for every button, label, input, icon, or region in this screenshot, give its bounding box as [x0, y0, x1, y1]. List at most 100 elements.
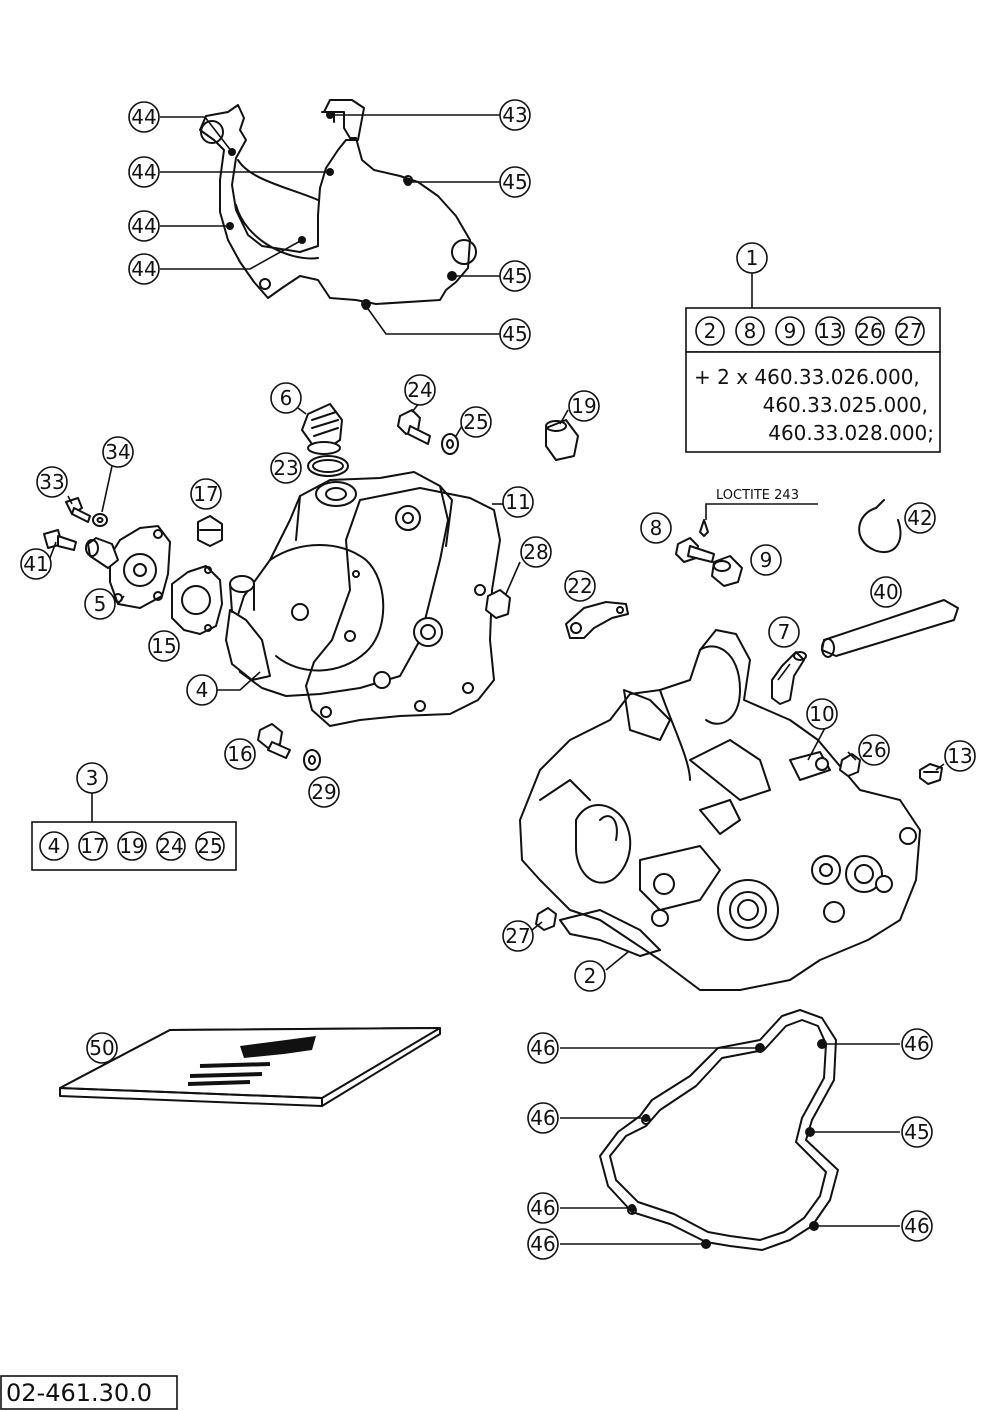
dowel — [839, 753, 861, 777]
callout-29: 29 — [308, 776, 340, 808]
callout-13: 13 — [944, 740, 976, 772]
svg-text:7: 7 — [778, 620, 791, 644]
callout-44: 44 — [128, 101, 160, 133]
gasket-hole — [451, 239, 477, 265]
fasteners-top — [397, 401, 579, 461]
svg-text:8: 8 — [744, 319, 757, 343]
callout-46: 46 — [901, 1028, 933, 1060]
bolt-8-group — [675, 503, 818, 587]
callout-26: 26 — [858, 734, 890, 766]
svg-text:13: 13 — [817, 319, 842, 343]
svg-text:50: 50 — [89, 1036, 114, 1060]
svg-text:24: 24 — [158, 834, 183, 858]
svg-text:4: 4 — [196, 678, 209, 702]
svg-text:25: 25 — [197, 834, 222, 858]
svg-text:46: 46 — [530, 1106, 555, 1130]
svg-text:11: 11 — [505, 490, 530, 514]
callout-6: 6 — [270, 382, 302, 414]
svg-text:6: 6 — [280, 386, 293, 410]
svg-text:16: 16 — [227, 742, 252, 766]
callout-45: 45 — [499, 318, 531, 350]
kit-3-item: 19 — [117, 831, 147, 861]
callout-5: 5 — [84, 588, 116, 620]
svg-text:45: 45 — [904, 1120, 929, 1144]
kit-1-item: 8 — [735, 316, 765, 346]
svg-text:24: 24 — [407, 378, 432, 402]
svg-text:40: 40 — [873, 580, 898, 604]
svg-text:19: 19 — [119, 834, 144, 858]
ignition-cover-gasket — [599, 1009, 839, 1251]
water-pump-group — [43, 465, 223, 635]
o-ring — [307, 455, 349, 477]
svg-text:17: 17 — [193, 482, 218, 506]
kit-3-item: 4 — [39, 831, 69, 861]
owners-manual — [59, 1027, 441, 1107]
svg-text:23: 23 — [273, 456, 298, 480]
svg-text:42: 42 — [907, 506, 932, 530]
svg-text:41: 41 — [23, 552, 48, 576]
crankcase-group — [519, 629, 921, 991]
kit-1-item: 13 — [815, 316, 845, 346]
callout-46: 46 — [901, 1210, 933, 1242]
svg-text:43: 43 — [502, 103, 527, 127]
callout-19: 19 — [568, 390, 600, 422]
svg-text:46: 46 — [530, 1196, 555, 1220]
svg-text:44: 44 — [131, 105, 156, 129]
callout-50: 50 — [86, 1032, 118, 1064]
svg-text:26: 26 — [857, 319, 882, 343]
svg-text:45: 45 — [502, 170, 527, 194]
gasket-hole — [200, 120, 224, 144]
svg-text:17: 17 — [80, 834, 105, 858]
callout-16: 16 — [224, 738, 256, 770]
clutch-cover-group — [216, 471, 504, 727]
hose — [821, 599, 959, 657]
callout-3: 3 — [76, 762, 108, 794]
callout-45: 45 — [499, 260, 531, 292]
pump-gasket — [171, 565, 223, 635]
svg-text:1: 1 — [746, 246, 759, 270]
drawing-number-box: 02-461.30.0 — [0, 1375, 178, 1410]
svg-text:10: 10 — [809, 702, 834, 726]
clutch-cover-gasket — [199, 99, 471, 305]
sleeve — [545, 419, 579, 461]
drain-plug-group — [257, 723, 321, 771]
washer — [303, 749, 321, 771]
callout-17: 17 — [190, 478, 222, 510]
kit-1-line-2: 460.33.025.000, — [763, 393, 928, 417]
loctite-note: LOCTITE 243 — [716, 488, 799, 503]
ktm-logo — [240, 1036, 316, 1058]
callout-44: 44 — [128, 156, 160, 188]
callout-46: 46 — [527, 1192, 559, 1224]
callout-42: 42 — [904, 502, 936, 534]
kit-1-line-1: + 2 x 460.33.026.000, — [694, 365, 920, 389]
kit-1-line-3: 460.33.028.000; — [768, 421, 934, 445]
crankcase-gasket — [559, 909, 661, 957]
clutch-cover-gasket-11 — [305, 487, 501, 727]
svg-text:3: 3 — [86, 766, 99, 790]
callout-22: 22 — [564, 570, 596, 602]
callout-40: 40 — [870, 576, 902, 608]
drain-plug — [257, 723, 283, 749]
kit-1-item: 26 — [855, 316, 885, 346]
callout-24: 24 — [404, 374, 436, 406]
svg-text:2: 2 — [584, 964, 597, 988]
svg-text:46: 46 — [530, 1036, 555, 1060]
hose-clip — [858, 507, 902, 553]
callouts: 44 44 44 44 43 45 45 45 1 6 24 25 19 23 … — [20, 99, 976, 1260]
clutch-cover — [229, 471, 449, 697]
svg-text:5: 5 — [94, 592, 107, 616]
kit-1-item: 27 — [895, 316, 925, 346]
svg-text:19: 19 — [571, 394, 596, 418]
callout-34: 34 — [102, 436, 134, 468]
callout-11: 11 — [502, 486, 534, 518]
svg-text:22: 22 — [567, 574, 592, 598]
svg-text:4: 4 — [48, 834, 61, 858]
kit-1-item: 9 — [775, 316, 805, 346]
svg-text:46: 46 — [530, 1232, 555, 1256]
callout-4: 4 — [186, 674, 218, 706]
callout-10: 10 — [806, 698, 838, 730]
callout-2: 2 — [574, 960, 606, 992]
callout-44: 44 — [128, 210, 160, 242]
svg-text:27: 27 — [897, 319, 922, 343]
